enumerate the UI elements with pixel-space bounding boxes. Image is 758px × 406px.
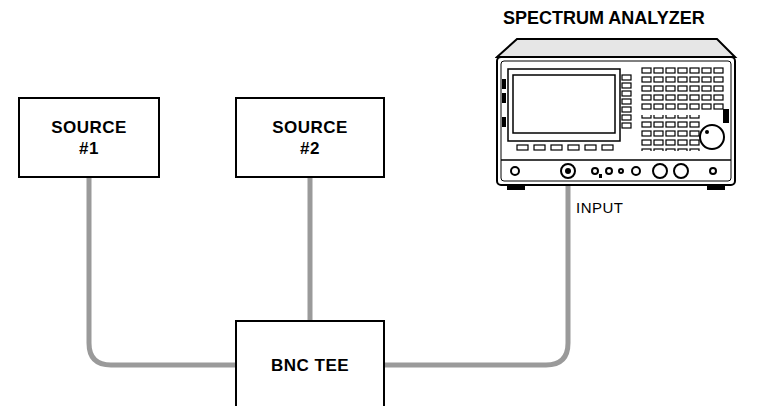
panel-connector [632, 167, 640, 175]
coax-cable [385, 177, 568, 365]
softkey [517, 145, 528, 150]
front-panel [497, 57, 735, 185]
softkey [622, 107, 631, 112]
disk-slot [723, 109, 729, 123]
softkey [551, 145, 562, 150]
spectrum-analyzer: SPECTRUM ANALYZER [495, 5, 740, 195]
panel-inset [501, 61, 731, 181]
tee-box: BNC TEE [235, 320, 385, 406]
softkey [585, 145, 596, 150]
port-label: INPUT [576, 199, 624, 216]
top-face [497, 39, 735, 57]
panel-connector [606, 168, 612, 174]
foot [707, 185, 725, 190]
softkey [622, 75, 631, 80]
softkey [622, 115, 631, 120]
panel-connector [619, 169, 623, 173]
input-center [565, 168, 571, 174]
panel-line [501, 159, 731, 161]
source-box: SOURCE #2 [235, 97, 385, 178]
softkey [534, 145, 545, 150]
panel-connector [653, 164, 667, 178]
led [599, 174, 602, 178]
softkey [602, 145, 613, 150]
screen-bezel [508, 69, 620, 141]
softkey [622, 83, 631, 88]
softkey [622, 91, 631, 96]
box-label: SOURCE #2 [265, 117, 355, 159]
knob-dimple [705, 130, 709, 134]
side-key [502, 79, 506, 89]
box-label: BNC TEE [271, 355, 349, 376]
softkey [622, 123, 631, 128]
panel-connector [674, 164, 688, 178]
panel-connector [710, 168, 716, 174]
box-label: SOURCE #1 [44, 117, 134, 159]
softkey [622, 99, 631, 104]
keypad [641, 115, 701, 151]
side-key [502, 117, 506, 127]
panel-connector [561, 164, 575, 178]
panel-connector [592, 168, 598, 174]
knob [700, 125, 724, 149]
side-key [502, 93, 506, 103]
keypad [641, 67, 725, 112]
source-box: SOURCE #1 [18, 97, 160, 178]
softkey [568, 145, 579, 150]
coax-cable [308, 178, 313, 320]
analyzer-illustration [495, 5, 740, 195]
coax-cable [89, 178, 235, 365]
screen [513, 75, 615, 133]
foot [507, 185, 525, 190]
instrument-title: SPECTRUM ANALYZER [503, 7, 705, 29]
panel-connector [511, 167, 519, 175]
